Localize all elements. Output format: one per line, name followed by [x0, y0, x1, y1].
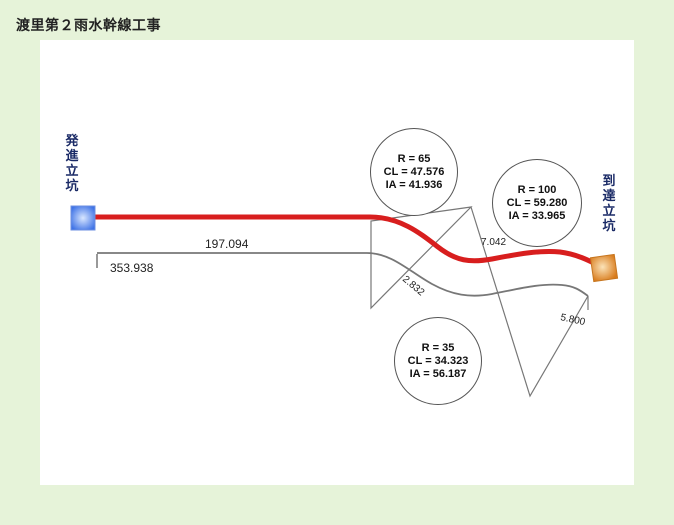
curve-radius: R = 100 — [517, 183, 557, 196]
pipe-route — [86, 214, 603, 269]
curve-info-r35: R = 35 CL = 34.323 IA = 56.187 — [394, 317, 482, 405]
end-shaft-label: 到 達 立 坑 — [599, 174, 619, 234]
curve-length: CL = 47.576 — [383, 165, 445, 178]
start-shaft-label: 発 進 立 坑 — [62, 134, 82, 194]
end-shaft-label-char: 達 — [602, 189, 616, 204]
end-shaft-label-char: 立 — [602, 204, 616, 219]
start-shaft-marker — [70, 205, 96, 231]
start-shaft-label-char: 立 — [65, 164, 79, 179]
dim-straight-length: 197.094 — [205, 237, 249, 251]
dim-tangent-c: 5.800 — [559, 312, 586, 328]
curve-info-r100: R = 100 CL = 59.280 IA = 33.965 — [492, 159, 582, 247]
start-shaft-label-char: 発 — [65, 134, 79, 149]
end-shaft-label-char: 坑 — [602, 219, 616, 234]
curve-radius: R = 35 — [421, 341, 455, 354]
reference-centerline-path — [97, 252, 589, 297]
page-title: 渡里第２雨水幹線工事 — [16, 18, 161, 34]
dim-total-length: 353.938 — [110, 261, 154, 275]
end-shaft-label-char: 到 — [602, 174, 616, 189]
end-shaft-marker — [589, 253, 619, 283]
start-shaft-label-char: 進 — [65, 149, 79, 164]
curve-angle: IA = 41.936 — [385, 178, 443, 191]
curve-length: CL = 59.280 — [506, 196, 568, 209]
dim-tangent-b: 7.042 — [481, 237, 506, 248]
diagram-panel: 197.094 353.938 2.832 7.042 5.800 発 進 立 … — [40, 40, 634, 485]
curve-length: CL = 34.323 — [407, 354, 469, 367]
pipeline-diagram: 197.094 353.938 2.832 7.042 5.800 — [70, 205, 619, 398]
tangent-triangle-2 — [470, 206, 589, 398]
curve-radius: R = 65 — [397, 152, 431, 165]
curve-angle: IA = 56.187 — [409, 367, 467, 380]
start-shaft-label-char: 坑 — [65, 179, 79, 194]
curve-info-r65: R = 65 CL = 47.576 IA = 41.936 — [370, 128, 458, 216]
curve-angle: IA = 33.965 — [508, 209, 566, 222]
